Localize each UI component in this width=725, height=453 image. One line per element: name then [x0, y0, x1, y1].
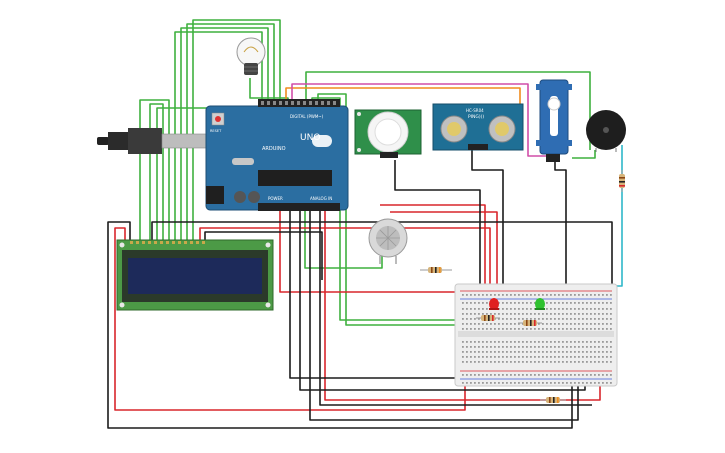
- arduino-brand-name: ARDUINO: [262, 146, 286, 152]
- red-led-icon: [489, 298, 499, 310]
- ultrasonic-model: HC-SR04: [466, 108, 484, 113]
- wire-gnd-bottom3: [309, 205, 579, 421]
- wire-red-gas: [390, 211, 498, 292]
- resistor-icon: [540, 397, 566, 403]
- wire-gnd-lcd2: [204, 231, 323, 280]
- wire-buzzer: [572, 150, 596, 159]
- arduino-header-analog: ANALOG IN: [310, 196, 332, 201]
- wire-analog: [304, 205, 383, 269]
- gas-sensor-icon: [368, 218, 408, 264]
- breadboard-holes: [462, 294, 612, 384]
- servo-motor-icon: [536, 79, 572, 162]
- wire-lcd-d5: [139, 99, 170, 242]
- usb-cable-icon: [97, 128, 208, 154]
- ultrasonic-label: PING))): [468, 114, 484, 120]
- arduino-board: UNO ARDUINO DIGITAL (PWM~) POWER ANALOG …: [205, 99, 349, 211]
- green-led-icon: [535, 298, 545, 310]
- breadboard: [454, 283, 618, 387]
- wire-buzzer-res: [612, 145, 623, 287]
- arduino-reset-label: RESET: [210, 129, 222, 133]
- wire-lcd-d6: [149, 103, 164, 242]
- arduino-header-digital: DIGITAL (PWM~): [290, 114, 324, 119]
- pir-sensor-icon: [354, 109, 422, 158]
- resistor-icon: [518, 320, 542, 326]
- wire-gnd-bottom2: [319, 205, 592, 406]
- arduino-header-power: POWER: [268, 196, 283, 201]
- light-bulb-icon: [236, 37, 266, 75]
- wire-red-5v-lcd: [199, 227, 491, 292]
- piezo-buzzer-icon: [586, 110, 626, 152]
- wire-lcd-d3: [186, 23, 275, 242]
- wire-red-power-bus: [279, 205, 600, 293]
- lcd-display: [116, 239, 274, 311]
- wire-gnd-pir: [394, 160, 481, 292]
- resistor-icon: [420, 267, 452, 273]
- wire-sonar-echo: [291, 83, 548, 157]
- ultrasonic-sensor-icon: HC-SR04 PING))): [432, 103, 524, 151]
- wire-pir-out: [317, 93, 520, 326]
- wire-red-sensors: [380, 204, 486, 292]
- wire-gnd-sonar: [471, 150, 504, 292]
- arduino-brand-uno: UNO: [300, 133, 320, 143]
- wire-lcd-d4: [192, 19, 281, 242]
- resistor-icon: [476, 315, 500, 321]
- wire-gnd-servo: [554, 160, 567, 292]
- resistor-icon: [619, 170, 625, 192]
